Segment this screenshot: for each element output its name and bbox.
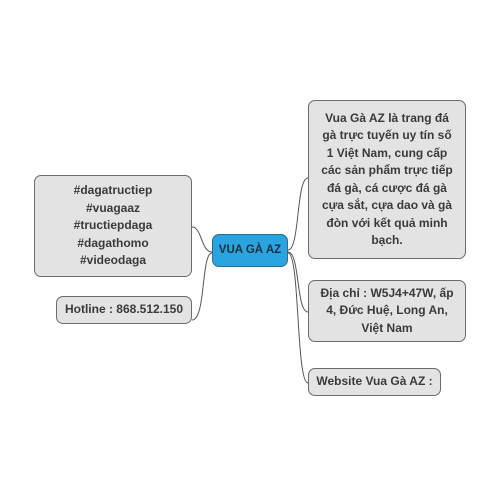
website-node[interactable]: Website Vua Gà AZ :: [308, 368, 441, 396]
hashtag-text: #dagatructiep: [73, 183, 153, 198]
website-text: Website Vua Gà AZ :: [316, 374, 433, 389]
hashtag-text: #videodaga: [79, 253, 147, 268]
hashtag-text: #dagathomo: [77, 235, 149, 250]
hotline-text: Hotline : 868.512.150: [64, 302, 184, 317]
hotline-node[interactable]: Hotline : 868.512.150: [56, 296, 192, 324]
address-text: Việt Nam: [361, 320, 413, 335]
description-text: đòn với kết quả minh: [326, 215, 448, 230]
address-node[interactable]: Địa chỉ : W5J4+47W, ấp 4, Đức Huệ, Long …: [308, 280, 466, 342]
connector-description: [287, 177, 309, 251]
description-text: bạch.: [371, 233, 403, 247]
connector-website: [287, 252, 309, 384]
description-text: cựa sắt, cựa dao và gà: [321, 198, 453, 212]
connector-address: [287, 251, 309, 313]
hashtag-text: #tructiepdaga: [73, 218, 153, 233]
description-text: 1 Việt Nam, cung cấp: [326, 145, 448, 160]
address-text: Địa chỉ : W5J4+47W, ấp: [320, 285, 454, 300]
description-text: gà trực tuyến uy tín số: [322, 128, 452, 142]
hashtag-text: #vuagaaz: [85, 200, 141, 215]
description-text: Vua Gà AZ là trang đá: [325, 110, 449, 125]
description-node[interactable]: Vua Gà AZ là trang đá gà trực tuyến uy t…: [308, 100, 466, 259]
connector-hotline: [191, 252, 213, 321]
central-topic-label: VUA GÀ AZ: [218, 243, 282, 256]
address-text: 4, Đức Huệ, Long An,: [326, 303, 448, 318]
description-text: các sản phẩm trực tiếp: [321, 163, 453, 177]
hashtags-node[interactable]: #dagatructiep #vuagaaz #tructiepdaga #da…: [34, 175, 192, 277]
central-topic-node[interactable]: VUA GÀ AZ: [212, 234, 288, 267]
connector-hashtags: [191, 226, 213, 253]
description-text: đá gà, cá cược đá gà: [327, 180, 447, 195]
